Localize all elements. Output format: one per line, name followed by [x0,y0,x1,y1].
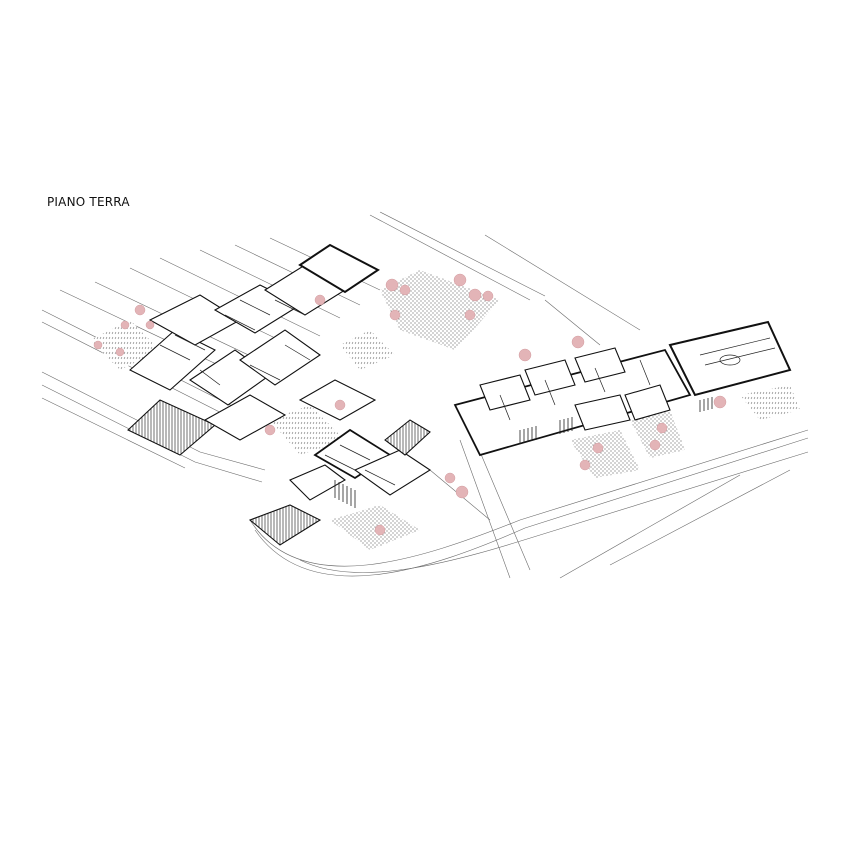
central-block-1 [298,379,377,421]
fences [334,397,713,508]
trees [93,273,727,536]
garden-north [340,330,395,370]
east-room-3 [574,347,626,383]
garden-east-2 [630,410,685,458]
south-pavilion [289,464,346,501]
tree [579,459,591,471]
south-entrance [248,504,322,546]
east-room-5 [624,384,671,421]
west-wing-block-5 [239,329,321,386]
tree [649,439,661,451]
west-wing-block-1 [129,329,216,391]
central-block-3 [353,449,432,496]
east-room-2 [524,359,576,396]
garden-east-3 [740,385,800,420]
tree [264,424,276,436]
east-room-4 [574,394,631,431]
tree [518,348,532,362]
west-wing-block-2 [148,294,242,346]
gym-hall [668,320,792,397]
central-stair [384,419,431,456]
tree [464,309,476,321]
tree [334,399,346,411]
tree [444,472,456,484]
tree [455,485,469,499]
tree [468,288,482,302]
tree [571,335,585,349]
tree [592,442,604,454]
garden-south [330,505,420,550]
tree [656,422,668,434]
east-room-1 [479,374,531,411]
courtyard-north [380,270,500,350]
tree [482,290,494,302]
drawing-title: PIANO TERRA [47,195,130,209]
tree [385,278,399,292]
tree [314,294,326,306]
site-context-lines [41,211,809,579]
south-west-block [203,394,287,441]
garden-center [270,405,345,455]
interior-lines [159,299,776,486]
tree [120,320,130,330]
garden-east-1 [570,430,640,478]
buildings [127,243,792,546]
north-box [298,243,380,294]
tree [145,320,155,330]
tree [134,304,146,316]
garden-west [90,320,160,370]
tree [399,284,411,296]
tree [115,347,125,357]
tree [713,395,727,409]
tree [453,273,467,287]
tree [374,524,386,536]
tree [93,340,103,350]
tree [389,309,401,321]
